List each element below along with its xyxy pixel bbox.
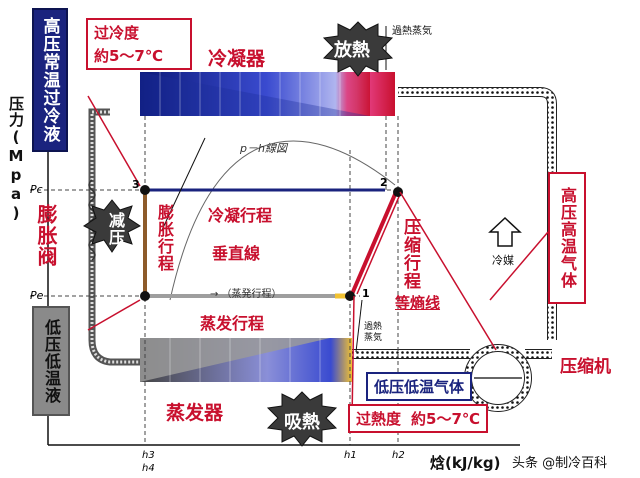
condenser-label: 冷凝器 xyxy=(208,48,266,70)
h2-label: h2 xyxy=(392,450,405,461)
saturation-dome xyxy=(169,140,396,301)
pressure-reduction-label: 减压 xyxy=(106,212,125,246)
point-1: 1 xyxy=(362,287,370,300)
y-axis-label: 压力(Mpa) xyxy=(7,96,25,223)
compression-process-label: 压缩行程 xyxy=(400,218,420,290)
expansion-valve-coil xyxy=(88,179,96,261)
heat-release-label: 放熱 xyxy=(334,40,370,61)
compression-line xyxy=(350,191,398,295)
subcooling-value: 約5～7℃ xyxy=(94,47,164,65)
h1-label: h1 xyxy=(344,450,357,461)
high-pressure-subcooled-liquid-box: 高压常温过冷液 xyxy=(32,8,68,152)
point-2: 2 xyxy=(380,176,388,189)
isentropic-line-label: 等熵线 xyxy=(395,294,441,312)
subcooling-label: 过冷度 xyxy=(94,24,140,42)
h4-label: h4 xyxy=(142,463,155,474)
vertical-line-label: 垂直線 xyxy=(212,244,261,263)
expansion-process-label: 膨胀行程 xyxy=(155,204,174,272)
expansion-valve-label: 膨胀阀 xyxy=(34,204,58,267)
heat-absorption-label: 吸熱 xyxy=(284,412,320,433)
h3-label: h3 xyxy=(142,450,155,461)
compressor-label: 压缩机 xyxy=(560,357,611,377)
superheat-value: 約5～7℃ xyxy=(411,410,481,428)
low-pressure-low-temp-liquid-box: 低压低温液 xyxy=(32,306,70,416)
low-pressure-low-temp-gas-box: 低压低温气体 xyxy=(366,372,473,401)
pc-label: Pc xyxy=(30,183,43,196)
evaporator-label: 蒸发器 xyxy=(166,402,224,424)
subcooling-box: 过冷度 約5～7℃ xyxy=(86,18,192,70)
x-axis-label: 焓(kJ/kg) xyxy=(430,454,501,472)
high-pressure-hot-gas-box: 高压高温气体 xyxy=(548,172,586,304)
superheat-label: 过熱度 xyxy=(356,410,402,428)
superheat-box: 过熱度 約5～7℃ xyxy=(348,404,489,433)
condensation-process-label: 冷凝行程 xyxy=(208,206,273,225)
evaporation-process-label: 蒸发行程 xyxy=(200,314,265,333)
refrigerant-label: 冷媒 xyxy=(492,254,514,267)
point-3: 3 xyxy=(132,178,140,191)
evaporation-stroke-small: → （蒸発行程） xyxy=(210,289,282,300)
flow-arrow-icon xyxy=(488,216,522,247)
watermark: 头条 @制冷百科 xyxy=(512,456,608,471)
heat-absorption-burst xyxy=(266,391,338,447)
pe-label: Pe xyxy=(30,289,44,302)
ph-chart-label: p－h線図 xyxy=(240,142,287,155)
heat-release-burst xyxy=(322,21,394,77)
superheated-vapor-bottom: 過熱蒸気 xyxy=(364,322,383,343)
pressure-reduction-burst xyxy=(83,199,141,253)
superheated-vapor-top: 過熱蒸気 xyxy=(392,26,432,37)
